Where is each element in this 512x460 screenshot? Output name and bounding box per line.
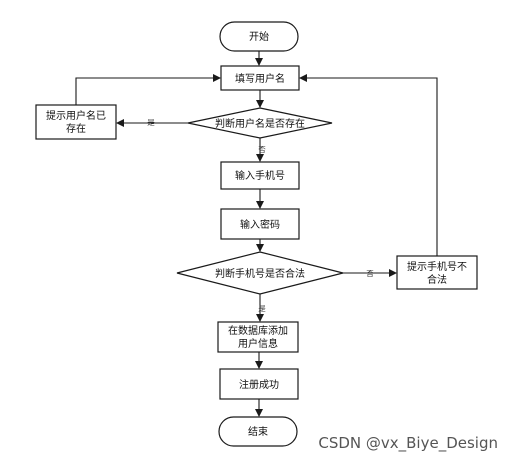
- edge-label-username-no: 否: [258, 145, 266, 154]
- edge-label-phone-no: 否: [366, 269, 374, 278]
- check-username-label: 判断用户名是否存在: [215, 117, 305, 130]
- add-db-label-line2: 用户信息: [238, 337, 278, 350]
- register-success-label: 注册成功: [239, 378, 279, 391]
- edge-label-phone-yes: 是: [258, 304, 266, 313]
- username-exists-label-line2: 存在: [66, 122, 86, 135]
- add-db-node: [217, 321, 299, 353]
- check-phone-label: 判断手机号是否合法: [215, 267, 305, 280]
- enter-phone-node: [220, 161, 300, 190]
- enter-phone-label: 输入手机号: [235, 169, 285, 182]
- edge-exists-to-fill: [75, 74, 221, 105]
- fill-username-node: [220, 65, 300, 91]
- username-exists-label-line1: 提示用户名已: [46, 109, 106, 122]
- register-success-node: [219, 368, 299, 400]
- start-node-label: 开始: [249, 30, 269, 43]
- edge-invalid-to-fill: [299, 74, 438, 256]
- enter-password-label: 输入密码: [240, 218, 280, 231]
- phone-invalid-label-line1: 提示手机号不: [407, 260, 467, 273]
- edge-label-username-yes: 是: [147, 118, 155, 127]
- phone-invalid-node: [396, 255, 478, 290]
- add-db-label-line1: 在数据库添加: [228, 324, 288, 337]
- fill-username-label: 填写用户名: [235, 72, 285, 85]
- watermark-text: CSDN @vx_Biye_Design: [318, 434, 498, 452]
- end-node-label: 结束: [248, 425, 268, 438]
- end-node: [218, 416, 298, 447]
- phone-invalid-label-line2: 合法: [427, 273, 447, 286]
